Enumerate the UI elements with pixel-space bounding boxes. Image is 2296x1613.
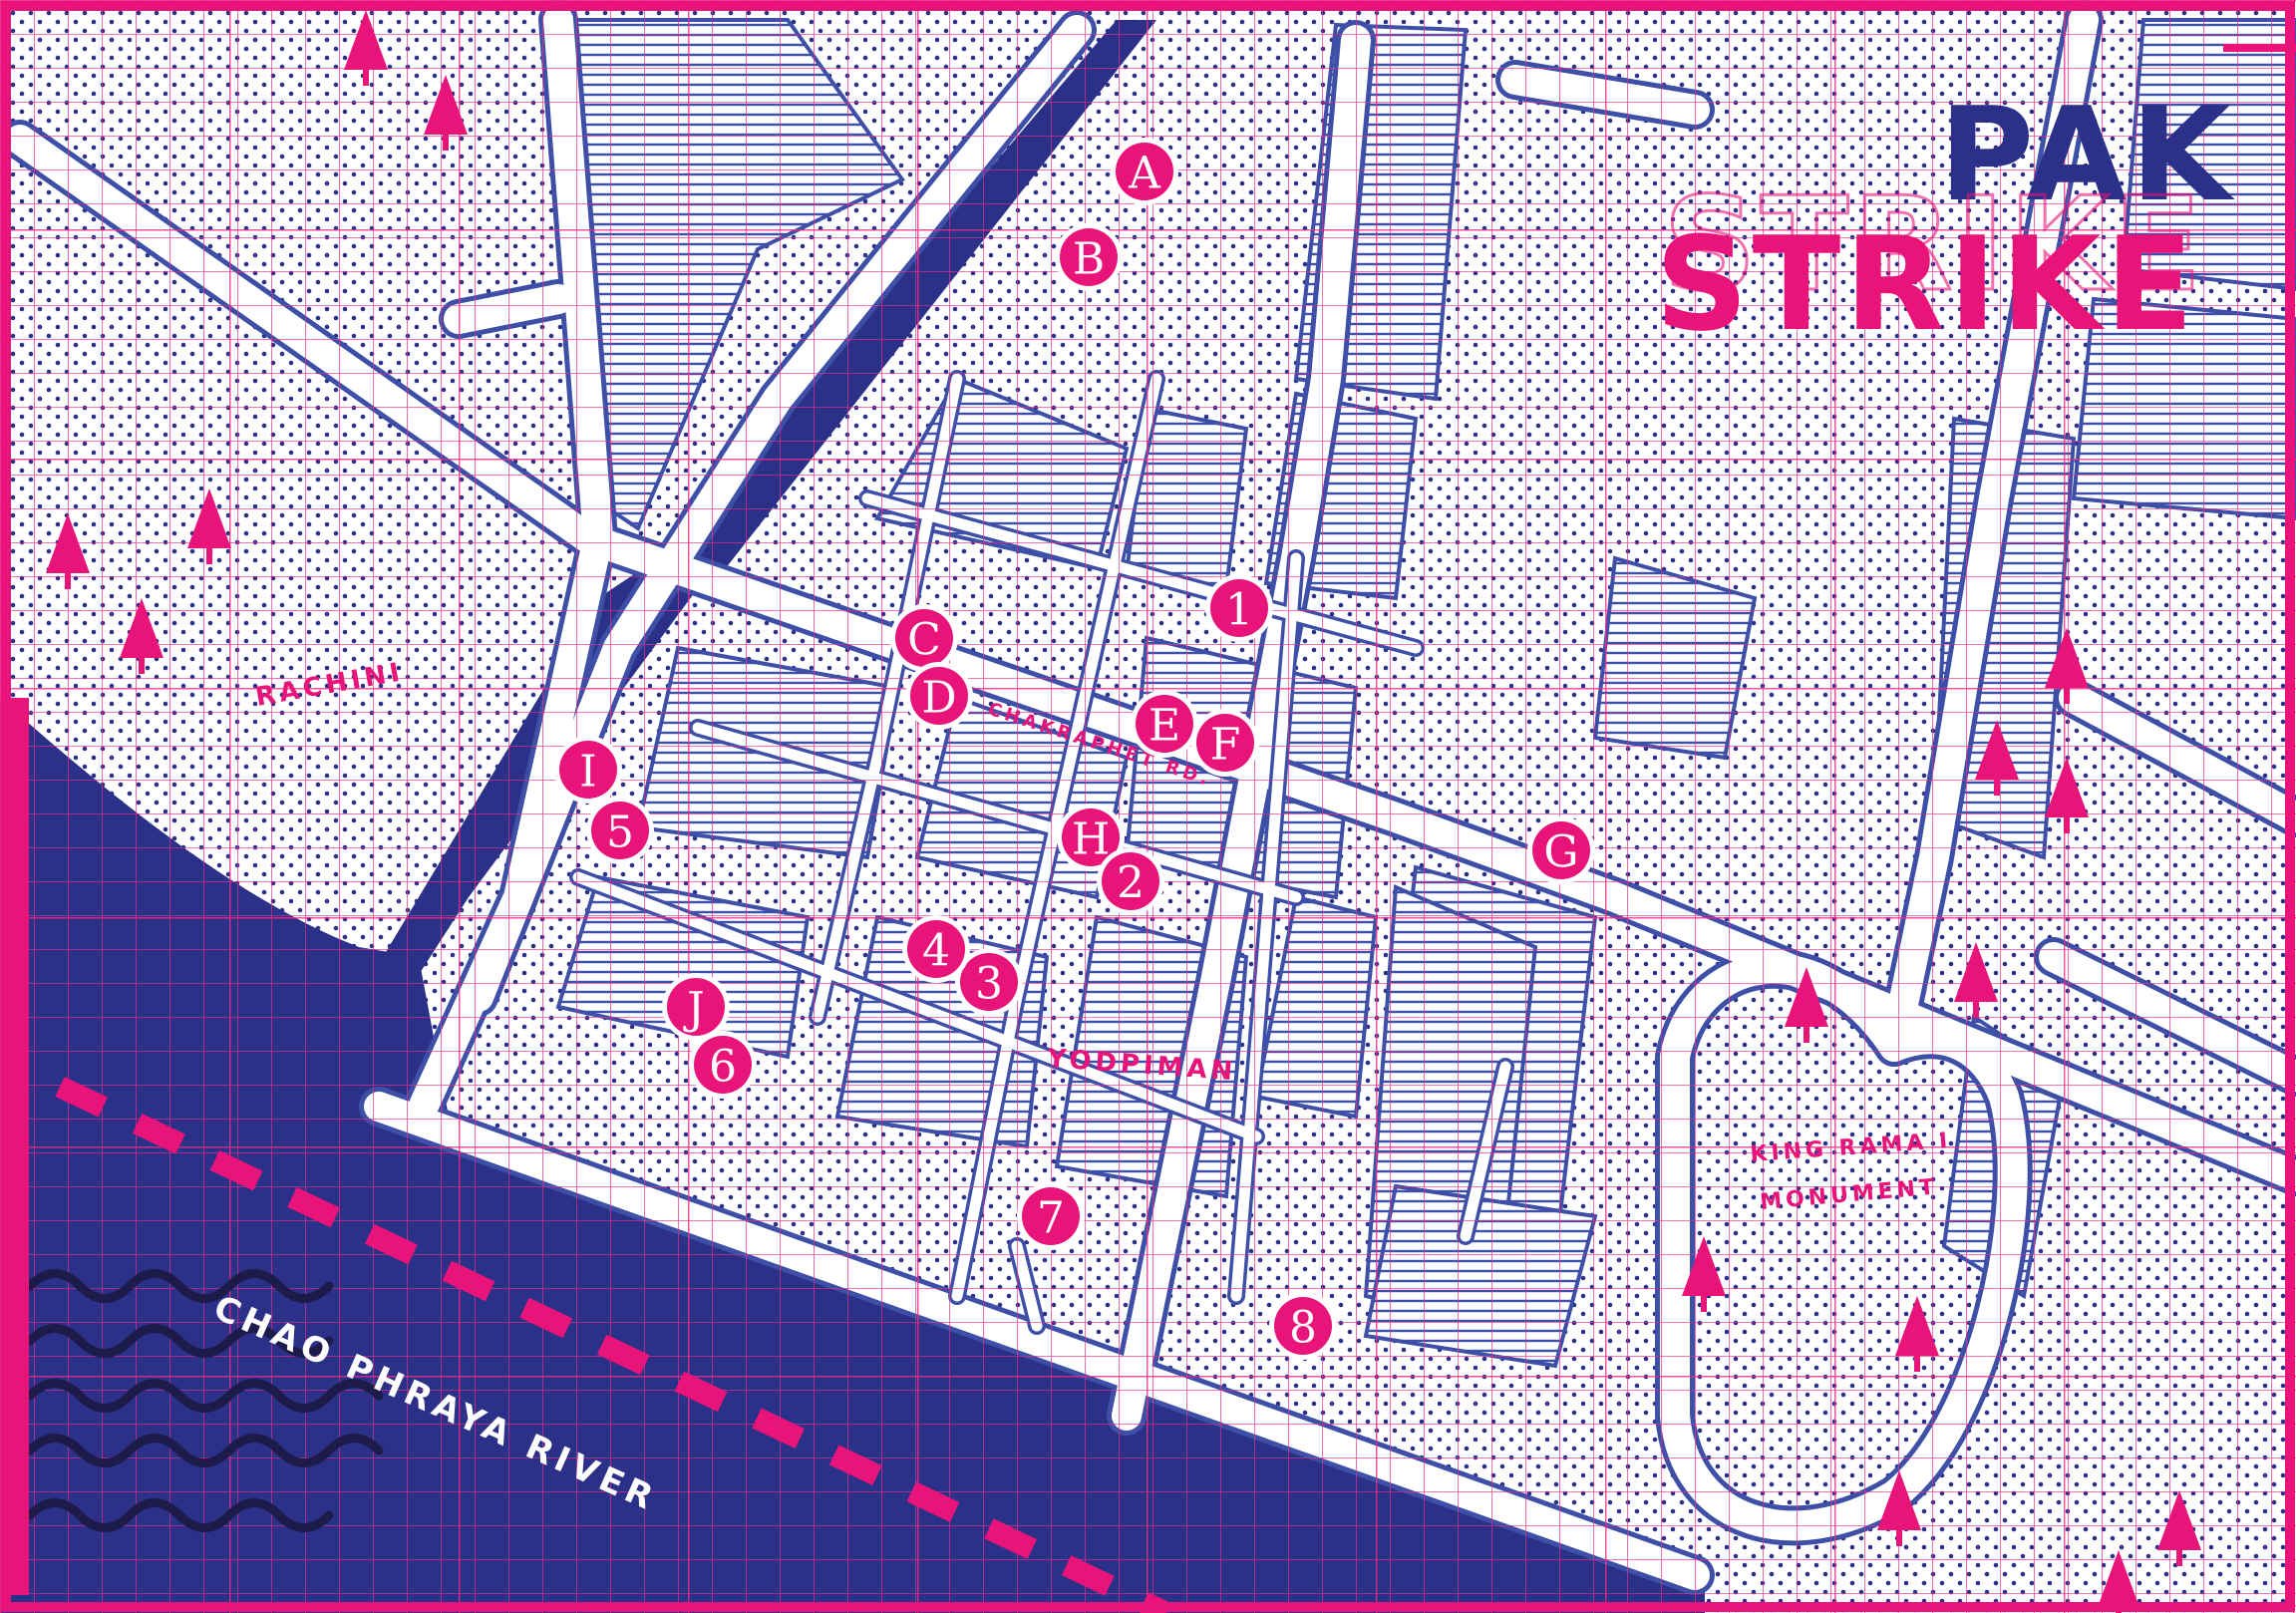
- marker-i[interactable]: I: [554, 736, 622, 804]
- marker-e[interactable]: E: [1131, 690, 1198, 758]
- marker-circle: [559, 741, 617, 799]
- tree-icon: [424, 75, 468, 151]
- marker-circle: [1102, 852, 1159, 910]
- marker-a[interactable]: A: [1111, 138, 1178, 205]
- marker-label: 4: [922, 926, 950, 977]
- tree-icon: [120, 598, 164, 674]
- tree-icon: [1975, 720, 2019, 796]
- marker-circle: [895, 609, 953, 667]
- marker-circle: [910, 667, 968, 725]
- marker-circle: [1196, 714, 1254, 772]
- marker-circle: [1210, 579, 1268, 637]
- marker-circle: [1532, 821, 1590, 879]
- marker-label: A: [1128, 149, 1161, 199]
- marker-label: 6: [709, 1042, 737, 1093]
- marker-j[interactable]: J: [662, 973, 730, 1041]
- marker-label: 2: [1117, 858, 1145, 909]
- marker-circle: [1060, 228, 1118, 286]
- marker-c[interactable]: C: [890, 604, 958, 672]
- marker-label: I: [579, 747, 596, 798]
- title-line-2: STRIKE: [1655, 208, 2197, 360]
- tree-icon: [187, 488, 231, 564]
- marker-1[interactable]: 1: [1205, 574, 1273, 642]
- tree-icon: [2157, 1490, 2201, 1566]
- tree-icon: [46, 513, 90, 589]
- tree-icon: [1954, 942, 1998, 1018]
- tree-icon: [1682, 1236, 1726, 1312]
- marker-7[interactable]: 7: [1017, 1182, 1085, 1250]
- marker-label: 7: [1037, 1193, 1065, 1244]
- tree-icon: [344, 10, 388, 86]
- marker-circle: [907, 920, 965, 978]
- tree-icon: [2045, 628, 2089, 704]
- marker-circle: [591, 802, 649, 859]
- marker-label: 3: [975, 959, 1003, 1010]
- marker-label: H: [1072, 814, 1110, 865]
- title-line-2-shadow: STRIKE: [1663, 168, 2205, 320]
- marker-6[interactable]: 6: [689, 1031, 757, 1099]
- marker-label: 8: [1289, 1303, 1317, 1354]
- marker-circle: [694, 1036, 752, 1094]
- title-line-1: PAK: [1939, 79, 2235, 230]
- marker-g[interactable]: G: [1527, 816, 1595, 884]
- marker-d[interactable]: D: [905, 662, 973, 730]
- wave-icon: [25, 1269, 384, 1532]
- marker-label: J: [683, 984, 705, 1035]
- marker-circle: [1022, 1187, 1080, 1245]
- marker-label: 1: [1225, 585, 1253, 636]
- tree-icon: [2045, 758, 2089, 833]
- marker-2[interactable]: 2: [1097, 847, 1164, 915]
- marker-label: G: [1543, 827, 1578, 878]
- marker-8[interactable]: 8: [1269, 1292, 1337, 1360]
- tree-icon: [1877, 1470, 1921, 1546]
- marker-label: C: [907, 615, 941, 666]
- marker-label: D: [921, 673, 956, 724]
- marker-3[interactable]: 3: [955, 948, 1023, 1016]
- marker-h[interactable]: H: [1057, 804, 1125, 871]
- marker-5[interactable]: 5: [586, 797, 654, 864]
- marker-circle: [1136, 695, 1193, 753]
- marker-f[interactable]: F: [1191, 709, 1259, 777]
- marker-circle: [1274, 1297, 1332, 1355]
- marker-circle: [667, 978, 725, 1036]
- marker-label: 5: [606, 807, 634, 858]
- marker-label: F: [1210, 720, 1241, 771]
- marker-b[interactable]: B: [1055, 223, 1123, 291]
- boat-route: [55, 1077, 1171, 1613]
- marker-label: B: [1073, 234, 1105, 285]
- marker-4[interactable]: 4: [902, 915, 970, 983]
- marker-label: E: [1148, 701, 1180, 752]
- tree-icon: [1895, 1296, 1939, 1372]
- marker-circle: [1062, 808, 1120, 866]
- tree-icon: [1785, 967, 1828, 1043]
- marker-circle: [1116, 143, 1173, 200]
- trees: [46, 10, 2201, 1613]
- marker-circle: [960, 953, 1018, 1011]
